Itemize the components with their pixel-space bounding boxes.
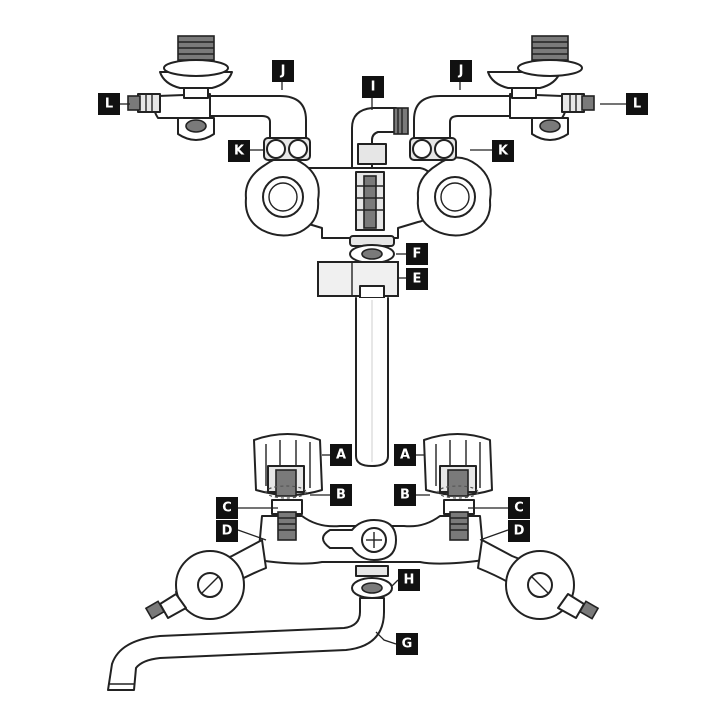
upper-assembly (127, 35, 595, 467)
label-c-left: C (216, 497, 238, 519)
label-l-left: L (98, 93, 120, 115)
svg-text:K: K (234, 144, 245, 159)
svg-text:D: D (222, 524, 233, 539)
lower-assembly (107, 433, 600, 691)
svg-text:D: D (514, 524, 525, 539)
right-lower-handle (423, 433, 493, 541)
mount-bracket (317, 261, 399, 299)
svg-text:C: C (514, 501, 524, 516)
spout-nut (351, 565, 393, 599)
label-k-left: K (228, 140, 250, 162)
svg-text:E: E (413, 272, 422, 287)
svg-text:J: J (280, 64, 286, 79)
label-f: F (406, 243, 428, 265)
label-a-left: A (330, 444, 352, 466)
label-d-left: D (216, 520, 238, 542)
label-b-right: B (394, 484, 416, 506)
label-d-right: D (508, 520, 530, 542)
left-hose-adapter-arm (127, 35, 311, 161)
right-upper-handle (416, 156, 492, 237)
svg-text:B: B (336, 488, 346, 503)
diverter-lever (322, 519, 397, 561)
lock-nut (349, 235, 395, 264)
top-outlet-elbow (351, 107, 409, 169)
svg-text:B: B (400, 488, 410, 503)
right-hose-adapter-arm (409, 35, 595, 161)
labels: J J I L L K K F (98, 60, 648, 655)
label-h: H (398, 569, 420, 591)
label-l-right: L (626, 93, 648, 115)
svg-text:A: A (400, 448, 410, 463)
svg-text:L: L (633, 97, 641, 112)
left-lower-arm (144, 539, 267, 620)
label-k-right: K (492, 140, 514, 162)
spout (107, 597, 385, 691)
label-a-right: A (394, 444, 416, 466)
label-i: I (362, 76, 384, 98)
connecting-pipe (355, 297, 389, 467)
svg-text:C: C (222, 501, 232, 516)
svg-text:A: A (336, 448, 346, 463)
svg-text:L: L (105, 97, 113, 112)
label-j-right: J (450, 60, 472, 82)
label-g: G (396, 633, 418, 655)
right-lower-arm (477, 539, 600, 620)
svg-text:J: J (458, 64, 464, 79)
label-c-right: C (508, 497, 530, 519)
svg-text:I: I (371, 80, 376, 95)
label-j-left: J (272, 60, 294, 82)
label-e: E (406, 268, 428, 290)
svg-text:G: G (402, 637, 413, 652)
svg-text:F: F (413, 247, 422, 262)
label-b-left: B (330, 484, 352, 506)
svg-text:H: H (404, 573, 415, 588)
svg-text:K: K (498, 144, 509, 159)
left-upper-handle (244, 156, 320, 237)
left-lower-handle (253, 433, 323, 541)
